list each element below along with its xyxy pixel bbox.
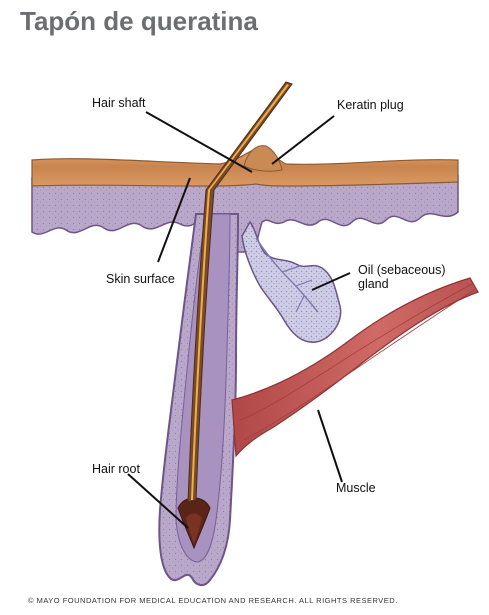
label-muscle: Muscle xyxy=(336,481,376,495)
label-keratin-plug: Keratin plug xyxy=(337,98,404,112)
arrector-muscle-drawing xyxy=(231,277,479,458)
muscle-fibers xyxy=(239,283,475,441)
leader-skin-surface xyxy=(157,177,191,263)
leader-hair-root xyxy=(127,473,189,529)
page-title: Tapón de queratina xyxy=(20,6,258,36)
leader-hair-shaft xyxy=(145,111,253,173)
leader-oil-gland xyxy=(311,272,351,291)
label-oil-gland-line1: Oil (sebaceous) xyxy=(358,263,446,277)
label-skin-surface: Skin surface xyxy=(106,272,175,286)
label-hair-shaft: Hair shaft xyxy=(92,96,146,110)
leader-muscle xyxy=(317,409,343,483)
copyright-notice: © MAYO FOUNDATION FOR MEDICAL EDUCATION … xyxy=(28,596,398,605)
keratin-plug-drawing xyxy=(243,145,283,172)
gland-duct xyxy=(255,237,319,313)
hair-shaft-drawing xyxy=(187,81,293,503)
label-hair-root: Hair root xyxy=(92,462,140,476)
hair-papilla xyxy=(186,513,202,544)
gland-duct-branch xyxy=(281,265,313,313)
leader-keratin-plug xyxy=(271,115,335,165)
label-oil-gland-line2: gland xyxy=(358,277,389,291)
